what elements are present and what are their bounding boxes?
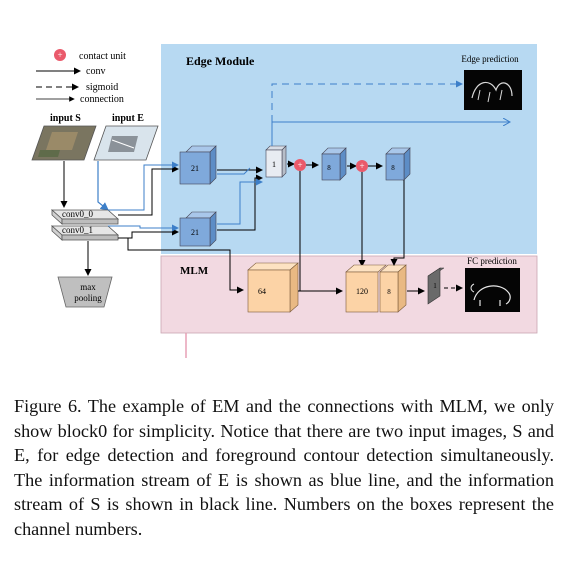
edge-box-8-a-label: 8: [327, 164, 331, 172]
input-s-label: input S: [50, 113, 81, 124]
box21-top-to-box1-blue: [217, 167, 251, 175]
fc-prediction-image: [465, 268, 520, 312]
blue-stream-to-right: [271, 122, 510, 140]
fc-prediction-label: FC prediction: [467, 256, 517, 266]
conv0-0-layer: [50, 209, 120, 225]
contact-unit-plus-icon: +: [57, 50, 62, 60]
conv0-1-label: conv0_1: [62, 225, 93, 235]
edge-box-1-label: 1: [272, 160, 276, 169]
edge-module-title: Edge Module: [186, 54, 255, 68]
edge-box-21-top: [179, 145, 217, 185]
max-pooling-block: [57, 276, 113, 308]
mlm-box-8: [379, 264, 407, 313]
input-e-label: input E: [112, 113, 144, 124]
mlm-box-8-label: 8: [387, 288, 391, 296]
max-pooling-label-1: max: [80, 282, 96, 292]
input-e-image: [93, 125, 159, 161]
edge-box-8-b: [385, 147, 411, 181]
contact-unit-icon: [54, 49, 66, 61]
conv0-1-to-box64: [118, 237, 244, 294]
edge-prediction-image: [464, 70, 522, 110]
conv0-0-to-box21-top-blue: [108, 161, 179, 211]
architecture-diagram: + contact unit conv sigmoid connection i…: [31, 44, 538, 358]
max-pooling-label-2: pooling: [74, 293, 102, 303]
contact-unit-1-plus: +: [297, 160, 302, 170]
mlm-box-120: [345, 264, 387, 313]
box21-bottom-to-box1-blue: [217, 178, 263, 225]
contact-unit-1: [294, 159, 306, 171]
conv0-0-to-box21-top: [118, 165, 179, 216]
sigmoid-to-edge-prediction: [271, 80, 463, 146]
edge-box-21-bottom: [179, 211, 217, 247]
contact-unit-2: [356, 160, 368, 172]
edge-box-8-b-label: 8: [391, 164, 395, 172]
input-s-image: [31, 125, 97, 161]
legend-conv: conv: [86, 66, 105, 77]
edge-box-21-top-label: 21: [191, 164, 199, 173]
conv0-1-to-box21-bottom-blue: [108, 224, 179, 232]
mlm-title: MLM: [180, 265, 209, 277]
edge-box-1: [265, 145, 287, 178]
box8b-down-to-mlm: [390, 180, 405, 266]
conv0-1-layer: [50, 225, 120, 241]
mlm-box-1: [427, 267, 445, 305]
mlm-box-1-label: 1: [433, 282, 437, 290]
legend-sigmoid: sigmoid: [86, 82, 118, 93]
contact-unit-2-plus: +: [359, 161, 364, 171]
mlm-box-64-label: 64: [258, 287, 266, 296]
input-e-blue-arrow: [97, 161, 109, 211]
legend-connection: connection: [80, 94, 124, 105]
edge-box-21-bottom-label: 21: [191, 228, 199, 237]
legend-contact-unit: contact unit: [79, 51, 126, 62]
figure-caption: Figure 6. The example of EM and the conn…: [14, 396, 554, 539]
edge-prediction-label: Edge prediction: [461, 54, 519, 64]
edge-box-8-a: [321, 147, 347, 181]
box21-bottom-to-box1: [217, 174, 263, 231]
mlm-box-120-label: 120: [356, 287, 368, 296]
mlm-box-64: [247, 262, 299, 313]
conv0-0-label: conv0_0: [62, 209, 93, 219]
